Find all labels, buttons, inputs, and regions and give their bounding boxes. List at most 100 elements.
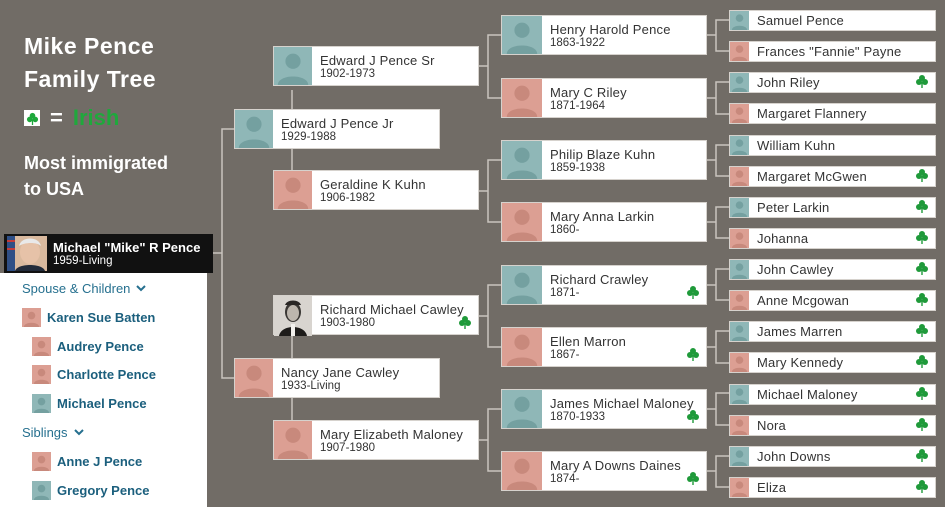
great-great-grandparent-card[interactable]: Eliza: [729, 477, 936, 498]
female-avatar-icon: [22, 308, 41, 327]
shamrock-icon: [916, 200, 928, 213]
spouse-name: Karen Sue Batten: [47, 310, 156, 325]
person-name: John Downs: [757, 449, 831, 464]
focus-dates: 1959-Living: [53, 255, 113, 267]
great-great-grandparent-card[interactable]: John Riley: [729, 72, 936, 93]
great-great-grandparent-card[interactable]: William Kuhn: [729, 135, 936, 156]
person-name: Nancy Jane Cawley: [281, 365, 400, 380]
shamrock-icon: [916, 75, 928, 88]
male-avatar-icon: [274, 47, 312, 85]
great-great-grandparent-card[interactable]: John Downs: [729, 446, 936, 467]
person-name: Geraldine K Kuhn: [320, 177, 426, 192]
person-name: Margaret McGwen: [757, 169, 867, 184]
person-name: Mary Elizabeth Maloney: [320, 427, 464, 442]
person-name: Peter Larkin: [757, 200, 830, 215]
person-name: Richard Crawley: [550, 272, 649, 287]
child-link[interactable]: Michael Pence: [32, 394, 147, 413]
person-name: Mary A Downs Daines: [550, 458, 681, 473]
great-great-grandparent-card[interactable]: Margaret McGwen: [729, 166, 936, 187]
sibling-link[interactable]: Gregory Pence: [32, 481, 150, 500]
male-avatar-icon: [730, 260, 749, 279]
male-avatar-icon: [502, 16, 542, 54]
person-dates: 1863-1922: [550, 37, 605, 49]
person-name: Richard Michael Cawley: [320, 302, 464, 317]
shamrock-icon: [916, 480, 928, 493]
person-name: Nora: [757, 418, 786, 433]
chevron-down-icon: [73, 429, 84, 436]
person-name: Philip Blaze Kuhn: [550, 147, 656, 162]
male-avatar-icon: [730, 11, 749, 30]
person-dates: 1871-1964: [550, 100, 605, 112]
spouse-children-toggle[interactable]: Spouse & Children: [22, 281, 147, 296]
person-name: Samuel Pence: [757, 13, 844, 28]
person-name: Mary Kennedy: [757, 355, 844, 370]
sibling-link[interactable]: Anne J Pence: [32, 452, 142, 471]
person-dates: 1907-1980: [320, 442, 375, 454]
great-great-grandparent-card[interactable]: John Cawley: [729, 259, 936, 280]
page-title: Mike Pence Family Tree: [24, 30, 156, 96]
legend-label: Irish: [72, 105, 120, 130]
person-dates: 1870-1933: [550, 411, 605, 423]
shamrock-icon: [24, 110, 40, 126]
great-great-grandparent-card[interactable]: Johanna: [729, 228, 936, 249]
person-dates: 1867-: [550, 349, 580, 361]
person-name: Frances "Fannie" Payne: [757, 44, 902, 59]
child-link[interactable]: Audrey Pence: [32, 337, 144, 356]
siblings-heading: Siblings: [22, 425, 68, 440]
male-avatar-icon: [32, 394, 51, 413]
immigration-note: Most immigrated to USA: [24, 150, 168, 202]
person-name: Edward J Pence Sr: [320, 53, 435, 68]
spouse-children-heading: Spouse & Children: [22, 281, 131, 296]
shamrock-icon: [916, 231, 928, 244]
female-avatar-icon: [32, 452, 51, 471]
person-name: John Cawley: [757, 262, 834, 277]
shamrock-icon: [916, 293, 928, 306]
female-avatar-icon: [730, 291, 749, 310]
female-avatar-icon: [730, 478, 749, 497]
male-avatar-icon: [730, 447, 749, 466]
person-dates: 1874-: [550, 473, 580, 485]
person-name: Michael Maloney: [757, 387, 858, 402]
great-great-grandparent-card[interactable]: Anne Mcgowan: [729, 290, 936, 311]
person-dates: 1860-: [550, 224, 580, 236]
person-name: John Riley: [757, 75, 820, 90]
male-avatar-icon: [730, 136, 749, 155]
great-great-grandparent-card[interactable]: Mary Kennedy: [729, 352, 936, 373]
male-avatar-icon: [502, 390, 542, 428]
focus-name: Michael "Mike" R Pence: [53, 240, 201, 255]
child-link[interactable]: Charlotte Pence: [32, 365, 156, 384]
great-great-grandparent-card[interactable]: Margaret Flannery: [729, 103, 936, 124]
great-great-grandparent-card[interactable]: Michael Maloney: [729, 384, 936, 405]
great-great-grandparent-card[interactable]: Samuel Pence: [729, 10, 936, 31]
great-great-grandparent-card[interactable]: Peter Larkin: [729, 197, 936, 218]
great-great-grandparent-card[interactable]: Frances "Fannie" Payne: [729, 41, 936, 62]
spouse-link[interactable]: Karen Sue Batten: [22, 308, 155, 327]
siblings-toggle[interactable]: Siblings: [22, 425, 84, 440]
focus-person-card[interactable]: Michael "Mike" R Pence 1959-Living: [4, 234, 213, 273]
female-avatar-icon: [235, 359, 273, 397]
great-great-grandparent-card[interactable]: James Marren: [729, 321, 936, 342]
great-great-grandparent-card[interactable]: Nora: [729, 415, 936, 436]
shamrock-icon: [687, 472, 699, 485]
female-avatar-icon: [32, 365, 51, 384]
person-name: William Kuhn: [757, 138, 836, 153]
person-name: Eliza: [757, 480, 787, 495]
person-name: James Michael Maloney: [550, 396, 694, 411]
shamrock-icon: [916, 169, 928, 182]
person-dates: 1906-1982: [320, 192, 375, 204]
